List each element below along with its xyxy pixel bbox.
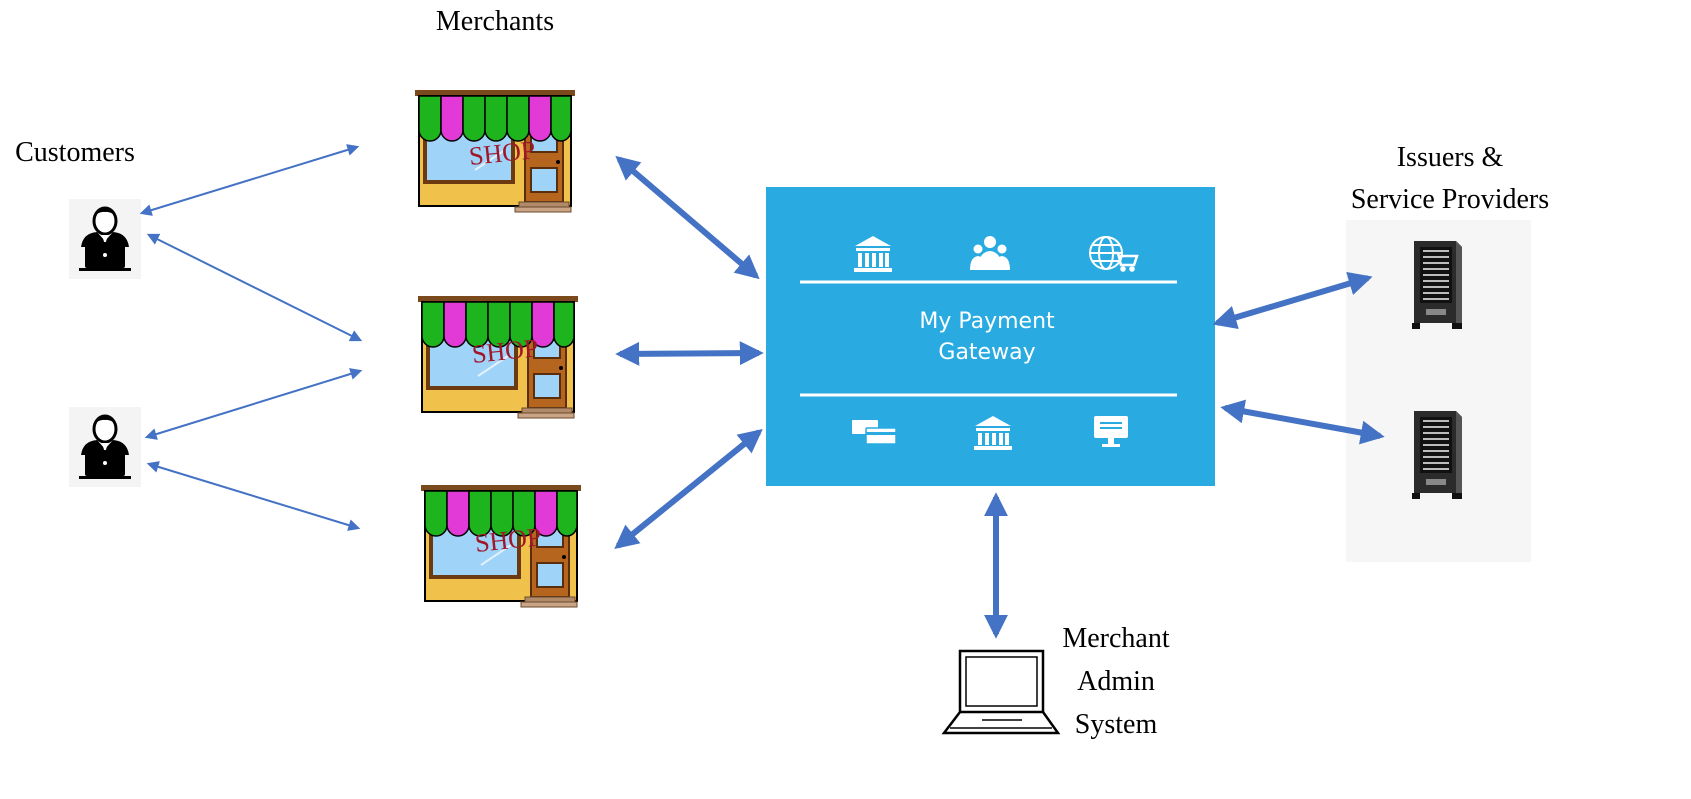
monitor-icon	[1094, 416, 1128, 447]
arrow-gateway-server1	[1212, 271, 1373, 330]
cards-icon	[852, 420, 897, 445]
issuers-label-line1: Issuers &	[1396, 142, 1504, 173]
people-group-icon	[970, 236, 1010, 270]
shop-1-sign: SHOP	[468, 135, 537, 171]
arrow-shop2-gateway	[615, 341, 764, 366]
gateway-title-line1: My Payment	[919, 309, 1055, 334]
arrow-shop3-gateway	[614, 428, 763, 550]
admin-label-line3: System	[1074, 709, 1158, 740]
arrow-customer2-shop2	[144, 368, 363, 440]
shop-3-sign: SHOP	[474, 522, 543, 558]
merchants-label: Merchants	[435, 6, 555, 37]
admin-label-line1: Merchant	[1062, 623, 1170, 654]
customer-2-icon	[67, 405, 143, 489]
arrow-shop1-gateway	[615, 155, 760, 280]
arrow-customer1-shop1	[139, 144, 360, 216]
bank-icon	[854, 236, 892, 272]
bank-icon	[974, 416, 1012, 450]
arrow-customer2-shop3	[146, 461, 361, 531]
payment-gateway-box	[766, 187, 1215, 486]
issuers-label-line2: Service Providers	[1350, 184, 1550, 215]
globe-cart-icon	[1089, 236, 1139, 272]
laptop-icon	[941, 649, 1061, 735]
server-2-icon	[1403, 404, 1475, 506]
admin-label-line2: Admin	[1077, 666, 1155, 697]
customer-1-icon	[67, 197, 143, 281]
gateway-title-line2: Gateway	[938, 340, 1035, 365]
arrow-gateway-server2	[1220, 399, 1385, 445]
shop-2-sign: SHOP	[471, 333, 540, 369]
server-1-icon	[1403, 234, 1475, 336]
arrow-customer1-shop2	[146, 233, 363, 342]
customers-label: Customers	[15, 137, 135, 168]
